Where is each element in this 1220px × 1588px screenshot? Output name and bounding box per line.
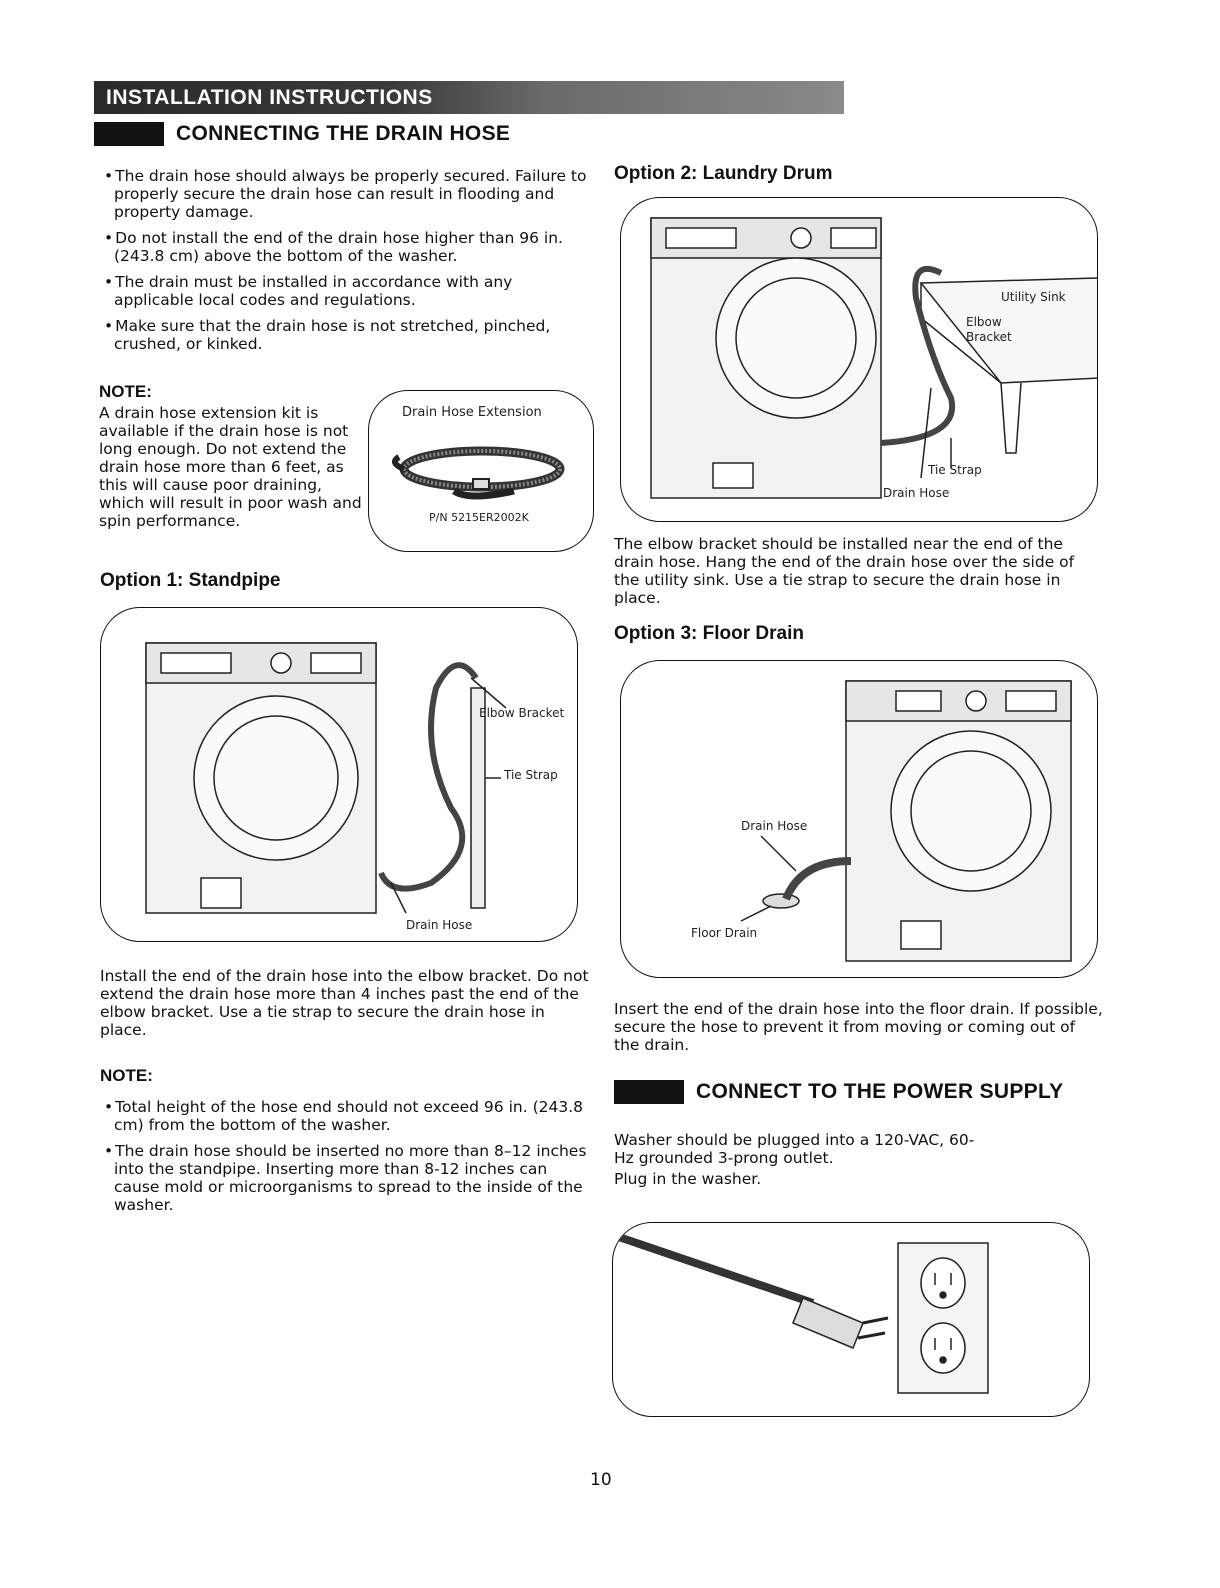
laundry-sink-illustration — [650, 217, 1097, 499]
tie-strap-label: Tie Strap — [928, 463, 982, 477]
drain-hose-label: Drain Hose — [741, 819, 808, 833]
plug-and-outlet-illustration — [613, 1231, 989, 1394]
extension-note-text: A drain hose extension kit is available … — [99, 404, 362, 530]
option1-text: Install the end of the drain hose into t… — [100, 967, 589, 1039]
elbow-label: Elbow — [966, 315, 1002, 329]
tie-strap-label: Tie Strap — [504, 768, 558, 782]
option2-text: The elbow bracket should be installed ne… — [614, 535, 1075, 607]
hose-extension-illustration — [392, 446, 565, 500]
note-label: NOTE: — [99, 382, 152, 401]
option2-title: Option 2: Laundry Drum — [614, 163, 833, 184]
page-number: 10 — [590, 1470, 612, 1490]
power-text: Washer should be plugged into a 120-VAC,… — [614, 1131, 975, 1167]
note2-label: NOTE: — [100, 1066, 153, 1085]
bullet-item: Total height of the hose end should not … — [100, 1098, 590, 1134]
extension-label: Drain Hose Extension — [402, 405, 542, 420]
heading-marker — [94, 122, 164, 146]
drain-hose-label: Drain Hose — [406, 918, 473, 932]
bullet-item: Do not install the end of the drain hose… — [100, 229, 595, 265]
extension-kit-figure: Drain Hose Extension P/N 5215ER2002K — [368, 390, 594, 552]
standpipe-figure: Elbow Bracket Tie Strap Drain Hose — [100, 607, 578, 942]
standpipe-notes: Total height of the hose end should not … — [100, 1098, 590, 1222]
power-outlet-figure — [612, 1222, 1090, 1417]
option3-text: Insert the end of the drain hose into th… — [614, 1000, 1103, 1054]
extension-part-number: P/N 5215ER2002K — [429, 511, 529, 524]
power-supply-heading: CONNECT TO THE POWER SUPPLY — [614, 1080, 1063, 1104]
power-text-2: Plug in the washer. — [614, 1170, 762, 1188]
heading-marker — [614, 1080, 684, 1104]
drain-hose-label: Drain Hose — [883, 486, 950, 500]
bullet-item: The drain hose should always be properly… — [100, 167, 595, 221]
option3-title: Option 3: Floor Drain — [614, 623, 804, 644]
bullet-item: The drain must be installed in accordanc… — [100, 273, 595, 309]
laundry-drum-figure: Utility Sink Elbow Bracket Tie Strap Dra… — [620, 197, 1098, 522]
drain-hose-title: CONNECTING THE DRAIN HOSE — [176, 122, 511, 145]
section-banner: INSTALLATION INSTRUCTIONS — [94, 81, 844, 114]
elbow-bracket-label: Elbow Bracket — [479, 706, 565, 720]
bracket-label: Bracket — [966, 330, 1012, 344]
bullet-item: The drain hose should be inserted no mor… — [100, 1142, 590, 1214]
utility-sink-label: Utility Sink — [1001, 290, 1066, 304]
option1-title: Option 1: Standpipe — [100, 570, 281, 591]
standpipe-illustration — [145, 642, 507, 914]
floor-drain-figure: Drain Hose Floor Drain — [620, 660, 1098, 978]
bullet-item: Make sure that the drain hose is not str… — [100, 317, 595, 353]
power-supply-title: CONNECT TO THE POWER SUPPLY — [696, 1080, 1064, 1103]
drain-bullets: The drain hose should always be properly… — [100, 167, 595, 361]
drain-hose-heading: CONNECTING THE DRAIN HOSE — [94, 122, 510, 146]
floor-drain-label: Floor Drain — [691, 926, 758, 940]
floor-drain-illustration — [740, 680, 1072, 962]
